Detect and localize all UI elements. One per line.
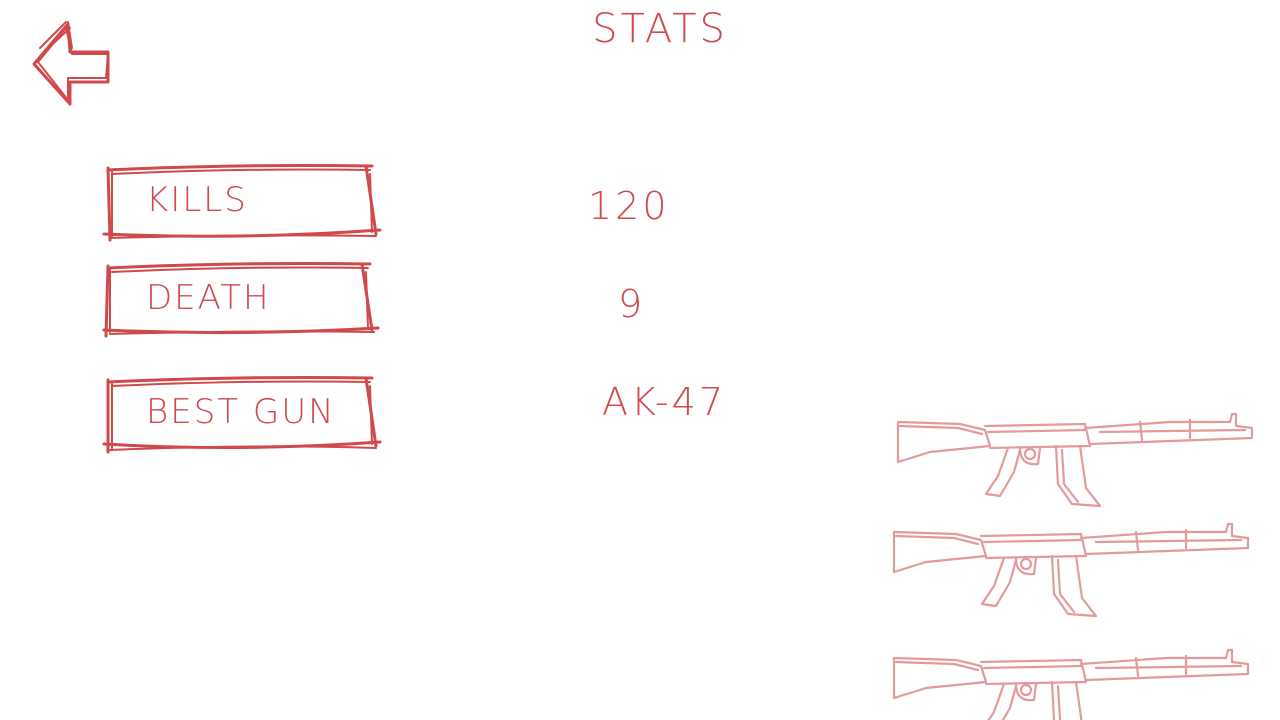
rifle-icon xyxy=(886,514,1256,624)
stat-box-best-gun[interactable]: BEST GUN xyxy=(100,372,386,458)
arrow-left-icon xyxy=(32,21,110,106)
sketch-box-frame xyxy=(102,262,380,338)
sketch-box-frame xyxy=(102,164,382,242)
back-button[interactable] xyxy=(26,18,116,112)
stat-box-death[interactable]: DEATH xyxy=(100,258,386,344)
stat-value-death: 9 xyxy=(618,282,646,326)
stat-box-kills[interactable]: KILLS xyxy=(100,160,386,246)
page-title: STATS xyxy=(592,6,728,52)
stat-value-kills: 120 xyxy=(588,184,670,228)
stat-label: KILLS xyxy=(146,180,248,220)
stat-value-best-gun: AK-47 xyxy=(602,380,726,424)
stat-label: DEATH xyxy=(146,278,271,318)
rifle-icon xyxy=(886,640,1256,720)
sketch-box-frame xyxy=(102,376,382,454)
rifle-icon xyxy=(890,404,1260,514)
stat-label: BEST GUN xyxy=(146,392,336,432)
